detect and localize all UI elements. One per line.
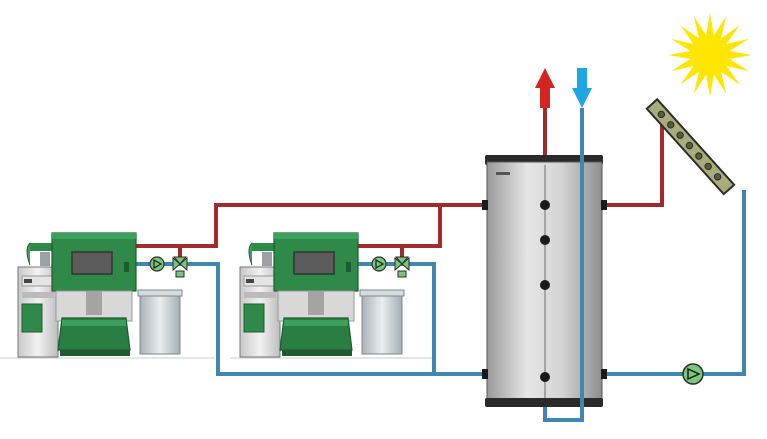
sun-icon bbox=[668, 13, 752, 97]
tank-port bbox=[540, 372, 550, 382]
tank-port bbox=[540, 280, 550, 290]
pellet-boiler-1 bbox=[17, 232, 183, 358]
tank-connector bbox=[601, 200, 607, 210]
arrow-up-icon bbox=[535, 68, 555, 108]
pellet-bin bbox=[139, 291, 181, 355]
tank-port bbox=[540, 235, 550, 245]
solar-collector bbox=[645, 97, 736, 196]
storage-tank bbox=[482, 155, 607, 407]
tank-connector bbox=[601, 369, 607, 379]
arrow-down-icon bbox=[572, 68, 592, 108]
cabinet-panel bbox=[21, 303, 43, 333]
pellet-bin bbox=[361, 291, 403, 355]
hot-pipe bbox=[136, 203, 487, 248]
boiler-pump-icon bbox=[149, 256, 165, 272]
cabinet-panel bbox=[243, 303, 265, 333]
boiler-window bbox=[293, 251, 335, 275]
boiler-pump-icon bbox=[371, 256, 387, 272]
hot-pipe bbox=[602, 118, 664, 207]
hot-pipe bbox=[352, 205, 442, 248]
tank-label-plate bbox=[496, 172, 510, 175]
cold-pipe bbox=[602, 190, 746, 376]
hot-pipe-network bbox=[136, 108, 664, 262]
boiler-window bbox=[71, 251, 113, 275]
mixing-valve-icon bbox=[394, 256, 410, 278]
pellet-boiler-2 bbox=[239, 232, 405, 358]
tank-connector bbox=[482, 369, 488, 379]
circulation-pump-icon bbox=[682, 363, 704, 385]
tank-connector bbox=[482, 200, 488, 210]
cold-pipe-network bbox=[136, 108, 746, 422]
tank-port bbox=[540, 200, 550, 210]
tank-bottom bbox=[485, 398, 603, 407]
mixing-valve-icon bbox=[172, 256, 188, 278]
